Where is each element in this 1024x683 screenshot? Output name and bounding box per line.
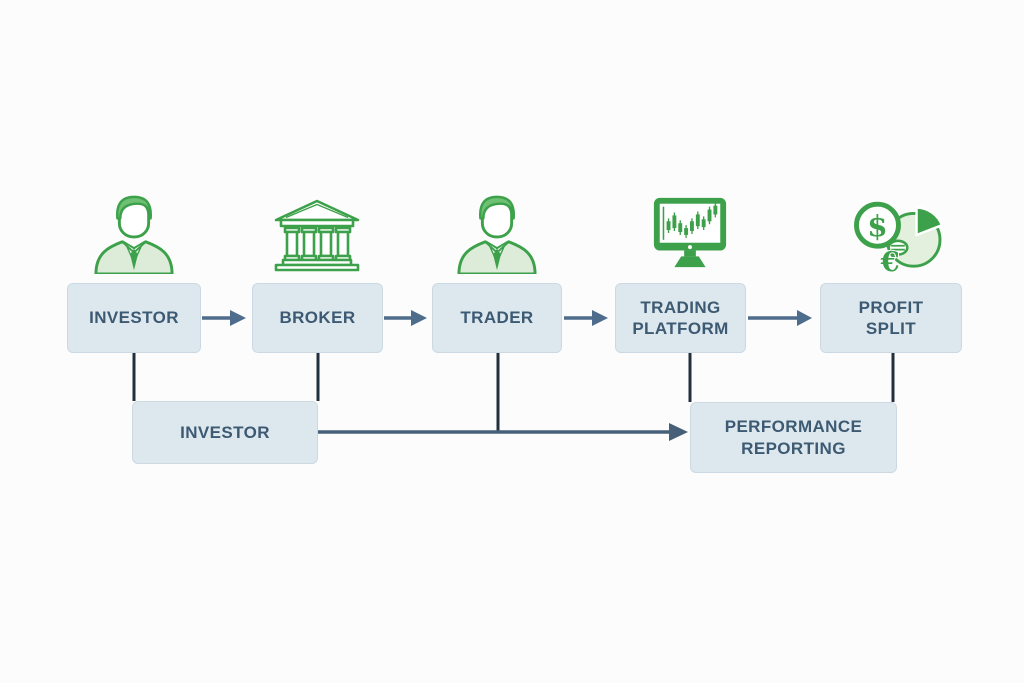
node-label: INVESTOR xyxy=(89,308,179,328)
bank-icon xyxy=(270,196,364,272)
node-profit-split: PROFIT SPLIT xyxy=(820,283,962,353)
node-label: BROKER xyxy=(279,308,356,328)
node-label: PERFORMANCE REPORTING xyxy=(724,417,863,458)
node-trader: TRADER xyxy=(432,283,562,353)
node-broker: BROKER xyxy=(252,283,383,353)
euro-glyph: € xyxy=(880,246,900,275)
node-trading-platform: TRADING PLATFORM xyxy=(615,283,746,353)
dollar-glyph: $ xyxy=(867,208,887,243)
node-investor-reporting: INVESTOR xyxy=(132,401,318,464)
node-label: TRADER xyxy=(460,308,534,328)
money-pie-chart-icon: $ € xyxy=(851,191,945,275)
businessman-icon xyxy=(90,192,178,274)
node-label: INVESTOR xyxy=(180,422,270,442)
businessman-icon xyxy=(453,192,541,274)
node-performance-reporting: PERFORMANCE REPORTING xyxy=(690,402,897,473)
monitor-candlestick-icon xyxy=(646,192,734,272)
node-investor: INVESTOR xyxy=(67,283,201,353)
node-label: PROFIT SPLIT xyxy=(858,297,924,338)
node-label: TRADING PLATFORM xyxy=(632,297,729,338)
